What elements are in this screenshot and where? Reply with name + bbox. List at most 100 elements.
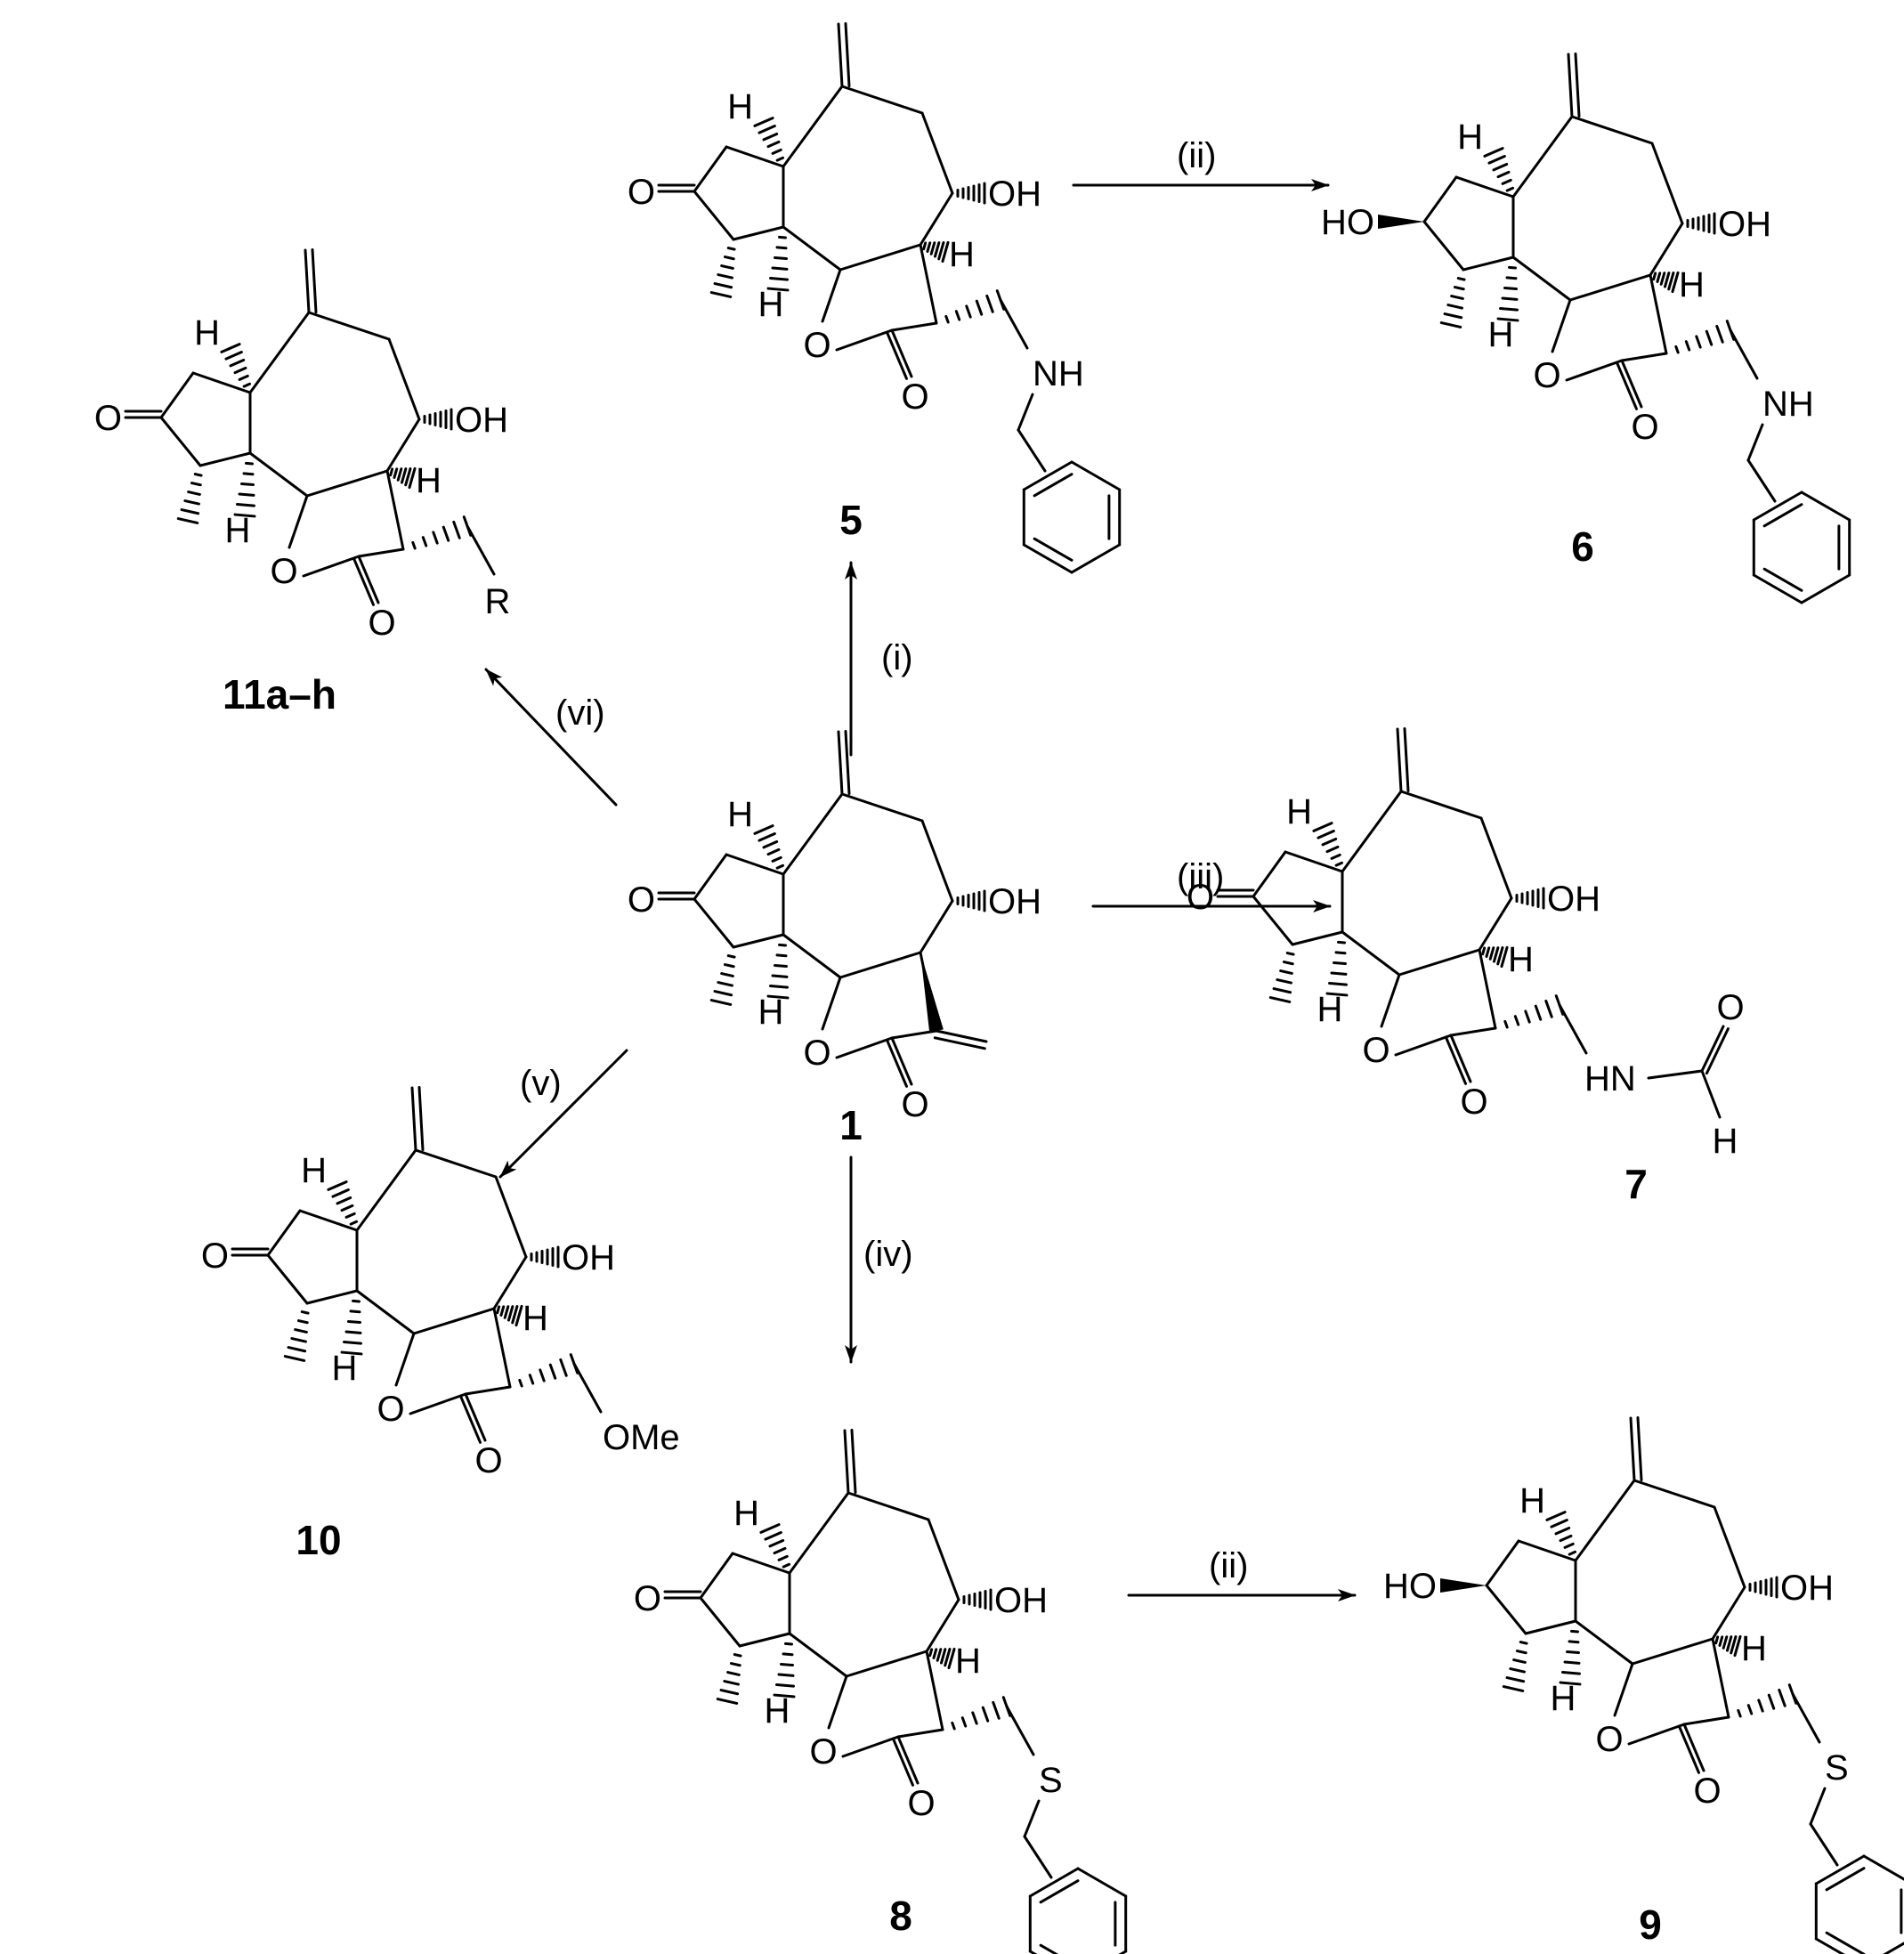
lactone-carbonyl (1615, 361, 1638, 410)
side-chain-bond (572, 1362, 603, 1414)
compound-label-1: 1 (839, 1102, 863, 1148)
methyl-hash (1456, 277, 1466, 281)
stereo-hash (1778, 1688, 1787, 1707)
amine-label: NH (1762, 385, 1814, 424)
stereo-hash (400, 467, 408, 484)
five-ring-bond (1524, 1619, 1577, 1635)
five-ring-bond (1485, 1539, 1520, 1587)
side-chain-bond (1023, 1835, 1053, 1879)
methyl-hash (1453, 286, 1465, 291)
stereo-hash (960, 1716, 968, 1728)
hydroxyl-wedge (1378, 215, 1424, 229)
stereo-hash (1715, 324, 1724, 344)
lactone-bond (1649, 273, 1668, 355)
hydrogen-label: H (765, 1691, 790, 1731)
side-chain-bond (1809, 1822, 1839, 1867)
exo-methylene-bond (311, 248, 318, 314)
stereo-hash (775, 1683, 795, 1688)
label-iv: (iv) (863, 1235, 913, 1274)
stereo-hash (1492, 162, 1509, 172)
formyl-carbonyl (1705, 1027, 1730, 1075)
seven-ring-bond (788, 1491, 850, 1575)
hydroxy-label: OH (1780, 1569, 1834, 1608)
five-ring-bond (159, 371, 195, 419)
benzene-bond (1028, 1867, 1080, 1898)
stereo-hash (768, 1538, 785, 1548)
methyl-hash (716, 1698, 739, 1705)
lactone-carbonyl (1449, 1034, 1472, 1083)
seven-ring-bond (1341, 930, 1401, 977)
side-chain-bond (1017, 428, 1047, 473)
methyl-hash (1519, 1641, 1528, 1645)
hydroxy-label: OH (1547, 880, 1600, 919)
benzene-bond (1814, 1854, 1866, 1885)
stereo-hash (1321, 837, 1338, 847)
seven-ring-bond (1479, 816, 1513, 900)
ketone-oxygen: O (628, 880, 655, 920)
stereo-hash (404, 467, 412, 487)
five-ring-bond (305, 1289, 359, 1305)
stereo-hash (766, 287, 790, 292)
hydrogen-label: H (1317, 990, 1343, 1029)
stereo-hash (1570, 1629, 1579, 1634)
five-ring-bond (159, 416, 202, 467)
stereo-hash (937, 241, 945, 261)
lactone-bond (1682, 1715, 1730, 1726)
methyl-hash (1272, 987, 1292, 994)
seven-ring-bond (782, 225, 842, 272)
carbonyl-oxygen: O (1693, 1772, 1721, 1811)
stereo-hash (1505, 276, 1518, 280)
compound-label-8: 8 (889, 1893, 912, 1939)
hydroxy-label: OH (994, 1581, 1048, 1620)
stereo-hash (944, 1648, 952, 1667)
seven-ring-bond (919, 191, 954, 247)
stereo-hash (240, 482, 255, 487)
side-chain-bond (999, 298, 1029, 350)
stereo-hash (1656, 272, 1662, 283)
stereo-hash (784, 1642, 793, 1646)
lactone-bond (409, 1392, 467, 1415)
benzene-bond (1070, 460, 1122, 491)
lactone-bond (302, 555, 361, 578)
methyl-hash (709, 291, 733, 298)
lactone-bond (1380, 973, 1401, 1028)
stereo-hash (1505, 186, 1515, 192)
stereo-hash (499, 1305, 506, 1317)
stereo-hash (1325, 845, 1340, 854)
stereo-hash (349, 1220, 359, 1226)
lactone-oxygen: O (1595, 1720, 1623, 1759)
amine-label: NH (1033, 354, 1084, 393)
side-chain-bond (1023, 1799, 1041, 1838)
lactone-bond (890, 1029, 938, 1040)
stereo-hash (992, 1700, 1001, 1720)
stereo-hash (926, 241, 932, 253)
stereo-hash (442, 525, 450, 542)
lactone-carbonyl (885, 330, 908, 380)
benzene-bond (1022, 460, 1074, 491)
label-ii-top: (ii) (1177, 136, 1216, 175)
hydrogen-label: H (1679, 265, 1705, 304)
hydrogen-label: H (1457, 118, 1483, 157)
stereo-hash (349, 1309, 361, 1314)
methyl-hash (1285, 952, 1295, 956)
stereo-hash (238, 374, 249, 381)
compound-label-10: 10 (296, 1517, 341, 1563)
seven-ring-bond (1650, 142, 1684, 225)
stereo-hash (771, 974, 789, 978)
stereo-hash (1733, 1634, 1742, 1658)
methyl-hash (1276, 978, 1292, 985)
benzene-bond (1033, 473, 1074, 498)
stereo-hash (340, 1350, 363, 1356)
hydroxy-label: OH (562, 1238, 615, 1277)
stereo-hash (1508, 265, 1517, 270)
stereo-hash (511, 1305, 519, 1325)
lactone-bond (827, 1674, 848, 1730)
benzene-bond (1825, 1867, 1866, 1892)
methyl-hash (713, 990, 733, 997)
stereo-hash (1746, 1704, 1754, 1715)
five-ring-bond (725, 145, 785, 168)
seven-ring-bond (920, 111, 954, 195)
formyl-oxygen: O (1716, 988, 1744, 1027)
formyl-carbonyl (1700, 1025, 1725, 1073)
stereo-hash (1554, 1526, 1571, 1536)
